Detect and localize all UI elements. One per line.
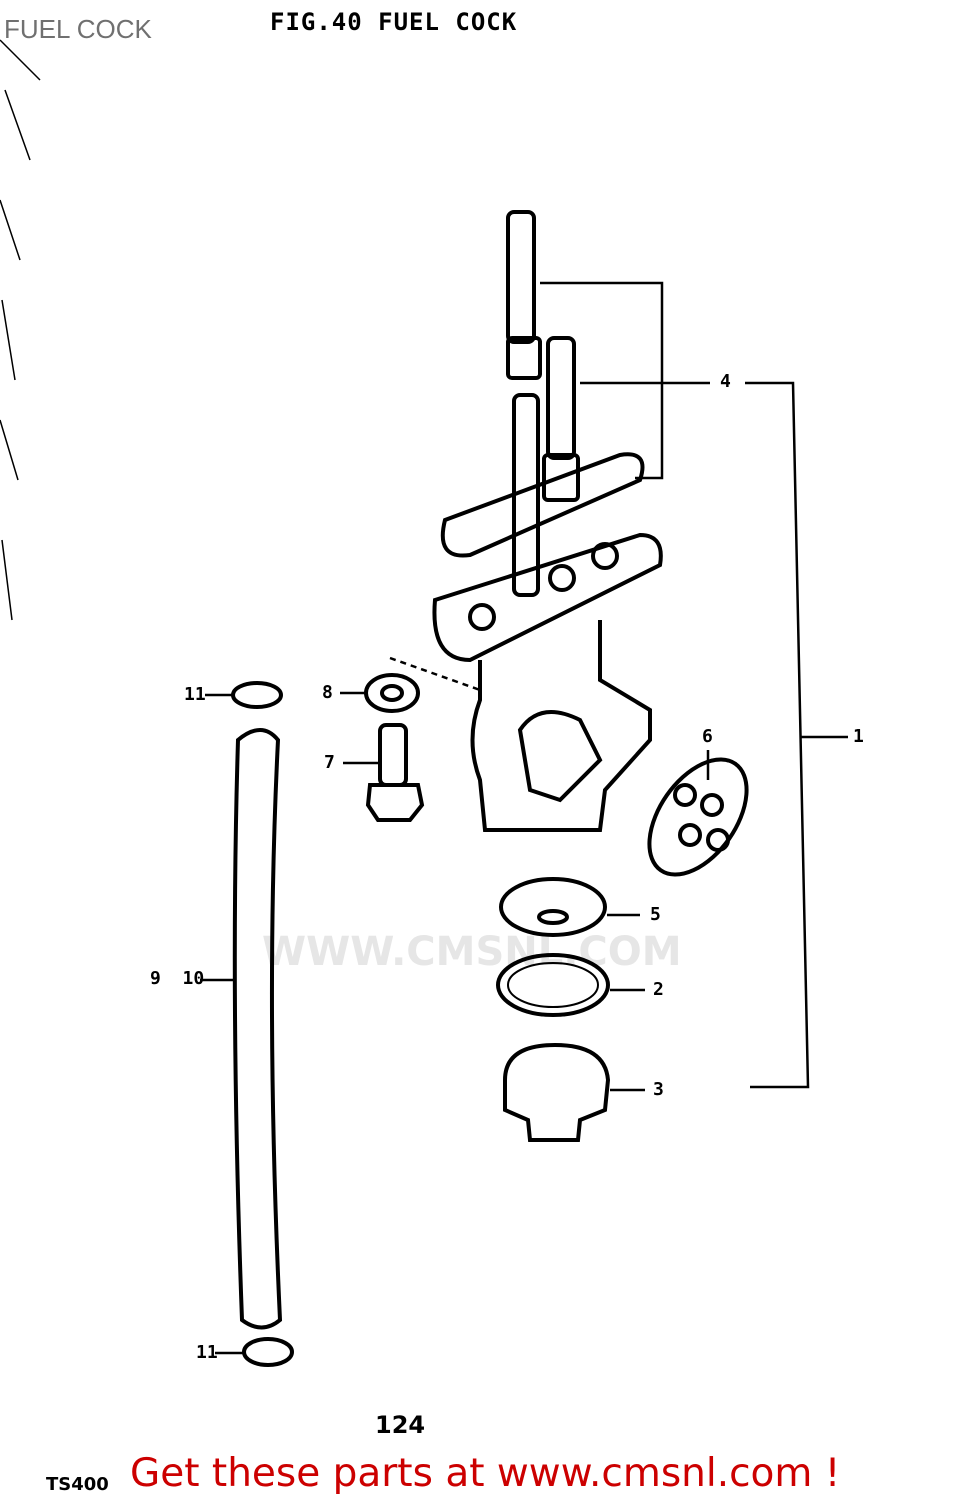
callout-11-top: 11 — [184, 684, 206, 705]
callout-2: 2 — [653, 979, 664, 1000]
scan-noise — [0, 39, 41, 621]
watermark: WWW.CMSNL.COM — [262, 929, 682, 975]
callout-9-10: 9 10 — [150, 968, 205, 989]
part-11-clamp-top — [231, 681, 283, 709]
page-number: 124 — [375, 1411, 426, 1439]
part-3-cup — [503, 1042, 611, 1142]
cock-flange — [432, 532, 663, 663]
callout-3: 3 — [653, 1079, 664, 1100]
overlay-title: FUEL COCK — [4, 14, 152, 44]
callout-8: 8 — [322, 682, 333, 703]
part-2-oring — [496, 953, 610, 1017]
callout-5: 5 — [650, 904, 661, 925]
part-9-10-hose — [232, 728, 283, 1330]
callout-4: 4 — [720, 371, 731, 392]
cock-body — [470, 620, 652, 832]
cmsnl-banner-link[interactable]: Get these parts at www.cmsnl.com ! — [130, 1451, 841, 1496]
part-4-screws — [506, 210, 580, 597]
callout-6: 6 — [702, 726, 713, 747]
figure-title: FIG.40 FUEL COCK — [270, 8, 518, 36]
model-label: TS400 — [46, 1474, 109, 1495]
part-8-washer — [364, 673, 420, 713]
gasket — [440, 452, 645, 558]
callout-1: 1 — [853, 726, 864, 747]
part-6-lever-plate — [647, 757, 749, 877]
part-5-disc — [499, 877, 607, 937]
callout-11-bottom: 11 — [196, 1342, 218, 1363]
part-11-clamp-bottom — [242, 1337, 294, 1367]
callout-7: 7 — [324, 752, 335, 773]
part-7-bolt — [378, 723, 408, 787]
leader-lines — [200, 281, 848, 1355]
